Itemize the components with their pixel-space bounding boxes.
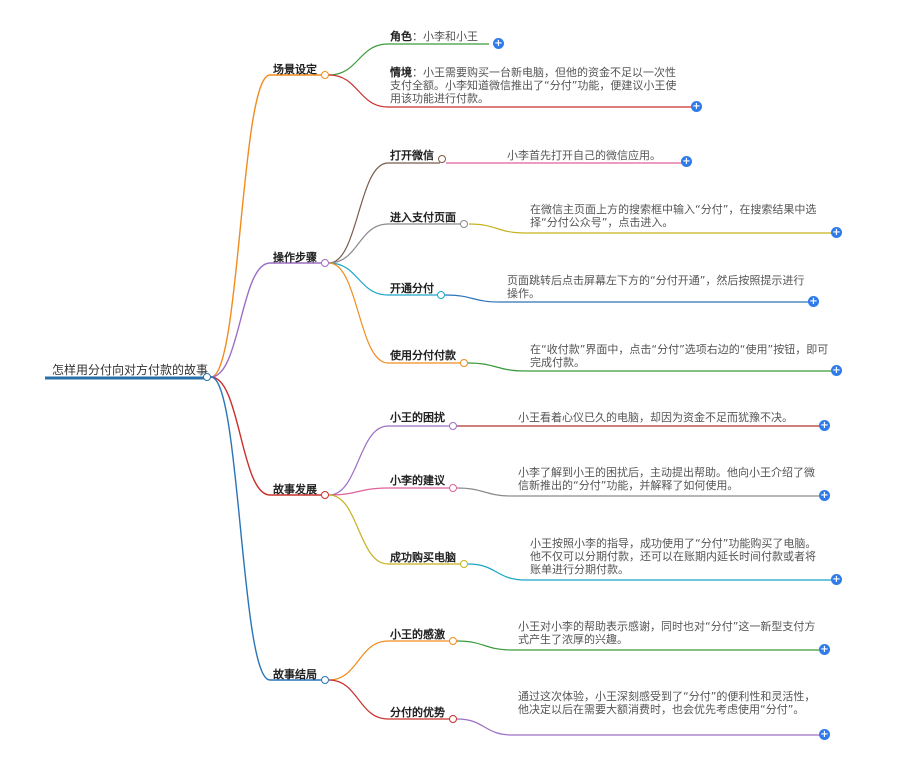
leaf-connector-1 xyxy=(468,223,834,234)
scene-situation-note: ：小王需要购买一台新电脑，但他的资金不足以一次性支付全额。小李知道微信推出了“分… xyxy=(390,66,677,105)
dev-buy-computer[interactable]: 成功购买电脑 xyxy=(390,551,456,564)
dev-li-suggestion-note: 小李了解到小王的困扰后，主动提出帮助。他向小王介绍了微信新推出的“分付”功能，并… xyxy=(518,466,815,492)
child-connector-10 xyxy=(328,679,389,720)
expand-scene-role-icon[interactable] xyxy=(493,38,504,49)
expand-enter-payment-page-icon[interactable] xyxy=(831,227,842,238)
step-open-wechat-note: 小李首先打开自己的微信应用。 xyxy=(507,149,661,162)
expand-li-suggestion-icon[interactable] xyxy=(819,490,830,501)
step-enable-fenfu-note: 页面跳转后点击屏幕左下方的“分付开通”，然后按照提示进行操作。 xyxy=(507,274,805,300)
end-wang-gratitude[interactable]: 小王的感激 xyxy=(390,628,445,641)
branch-bullet-development[interactable] xyxy=(321,491,329,499)
branch-bullet-ending[interactable] xyxy=(321,676,329,684)
expand-wang-trouble-icon[interactable] xyxy=(819,420,830,431)
end-fenfu-advantages-note: 通过这次体验，小王深刻感受到了“分付”的便利性和灵活性，他决定以后在需要大额消费… xyxy=(518,690,816,716)
branch-connector-0 xyxy=(210,74,271,378)
bullet-wang-trouble[interactable] xyxy=(449,422,457,430)
step-pay-with-fenfu[interactable]: 使用分付付款 xyxy=(390,349,456,362)
child-connector-1 xyxy=(328,74,389,108)
expand-wang-gratitude-icon[interactable] xyxy=(819,644,830,655)
child-connector-5 xyxy=(328,262,389,364)
child-connector-4 xyxy=(328,262,389,296)
branch-bullet-scene[interactable] xyxy=(321,71,329,79)
end-wang-gratitude-note: 小王对小李的帮助表示感谢，同时也对“分付”这一新型支付方式产生了浓厚的兴趣。 xyxy=(518,620,816,646)
bullet-enable-fenfu[interactable] xyxy=(437,291,445,299)
bullet-buy-computer[interactable] xyxy=(460,560,468,568)
root-node-label[interactable]: 怎样用分付向对方付款的故事 xyxy=(52,363,209,377)
branch-scene-setting[interactable]: 场景设定 xyxy=(273,63,317,76)
child-connector-9 xyxy=(328,640,389,681)
expand-fenfu-advantages-icon[interactable] xyxy=(819,729,830,740)
branch-bullet-steps[interactable] xyxy=(321,259,329,267)
child-connector-6 xyxy=(328,425,389,496)
scene-role-note: ：小李和小王 xyxy=(412,30,478,43)
step-enter-payment-page[interactable]: 进入支付页面 xyxy=(390,211,456,224)
leaf-connector-2 xyxy=(444,294,811,303)
step-enable-fenfu[interactable]: 开通分付 xyxy=(390,282,434,295)
bullet-fenfu-advantages[interactable] xyxy=(449,715,457,723)
bullet-enter-payment-page[interactable] xyxy=(460,220,468,228)
bullet-li-suggestion[interactable] xyxy=(449,484,457,492)
end-fenfu-advantages[interactable]: 分付的优势 xyxy=(390,706,445,719)
scene-situation-node[interactable]: 情境：小王需要购买一台新电脑，但他的资金不足以一次性支付全额。小李知道微信推出了… xyxy=(390,66,686,105)
scene-role-node[interactable]: 角色：小李和小王 xyxy=(390,30,478,43)
expand-scene-situation-icon[interactable] xyxy=(691,101,702,112)
root-node-bullet[interactable] xyxy=(203,373,211,381)
child-connector-3 xyxy=(328,223,389,264)
expand-enable-fenfu-icon[interactable] xyxy=(808,296,819,307)
child-connector-7 xyxy=(328,487,389,496)
dev-wang-trouble-note: 小王看着心仪已久的电脑，却因为资金不足而犹豫不决。 xyxy=(518,411,793,424)
expand-pay-with-fenfu-icon[interactable] xyxy=(831,365,842,376)
expand-open-wechat-icon[interactable] xyxy=(681,156,692,167)
bullet-pay-with-fenfu[interactable] xyxy=(460,359,468,367)
branch-operation-steps[interactable]: 操作步骤 xyxy=(273,251,317,264)
leaf-connector-3 xyxy=(467,362,834,372)
child-connector-0 xyxy=(328,43,389,76)
branch-connector-2 xyxy=(210,376,271,496)
child-connector-8 xyxy=(328,494,389,565)
dev-wang-trouble[interactable]: 小王的困扰 xyxy=(390,411,445,424)
step-open-wechat[interactable]: 打开微信 xyxy=(390,149,434,162)
leaf-connector-8 xyxy=(456,718,822,736)
bullet-open-wechat[interactable] xyxy=(438,155,446,163)
leaf-connector-7 xyxy=(456,640,822,651)
leaf-connector-5 xyxy=(456,487,822,497)
dev-buy-computer-note: 小王按照小李的指导，成功使用了“分付”功能购买了电脑。他不仅可以分期付款，还可以… xyxy=(530,537,817,576)
branch-story-development[interactable]: 故事发展 xyxy=(273,483,317,496)
branch-story-ending[interactable]: 故事结局 xyxy=(273,668,317,681)
branch-connector-1 xyxy=(210,262,271,378)
leaf-connector-6 xyxy=(467,563,834,581)
expand-buy-computer-icon[interactable] xyxy=(831,574,842,585)
bullet-wang-gratitude[interactable] xyxy=(449,637,457,645)
branch-connector-3 xyxy=(210,376,271,681)
scene-situation-label: 情境 xyxy=(390,66,412,79)
step-enter-payment-page-note: 在微信主页面上方的搜索框中输入“分付”，在搜索结果中选择“分付公众号”，点击进入… xyxy=(530,203,817,229)
step-pay-with-fenfu-note: 在“收付款”界面中，点击“分付”选项右边的“使用”按钮，即可完成付款。 xyxy=(530,343,829,369)
child-connector-2 xyxy=(328,162,389,264)
dev-li-suggestion[interactable]: 小李的建议 xyxy=(390,474,445,487)
scene-role-label: 角色 xyxy=(390,30,412,43)
